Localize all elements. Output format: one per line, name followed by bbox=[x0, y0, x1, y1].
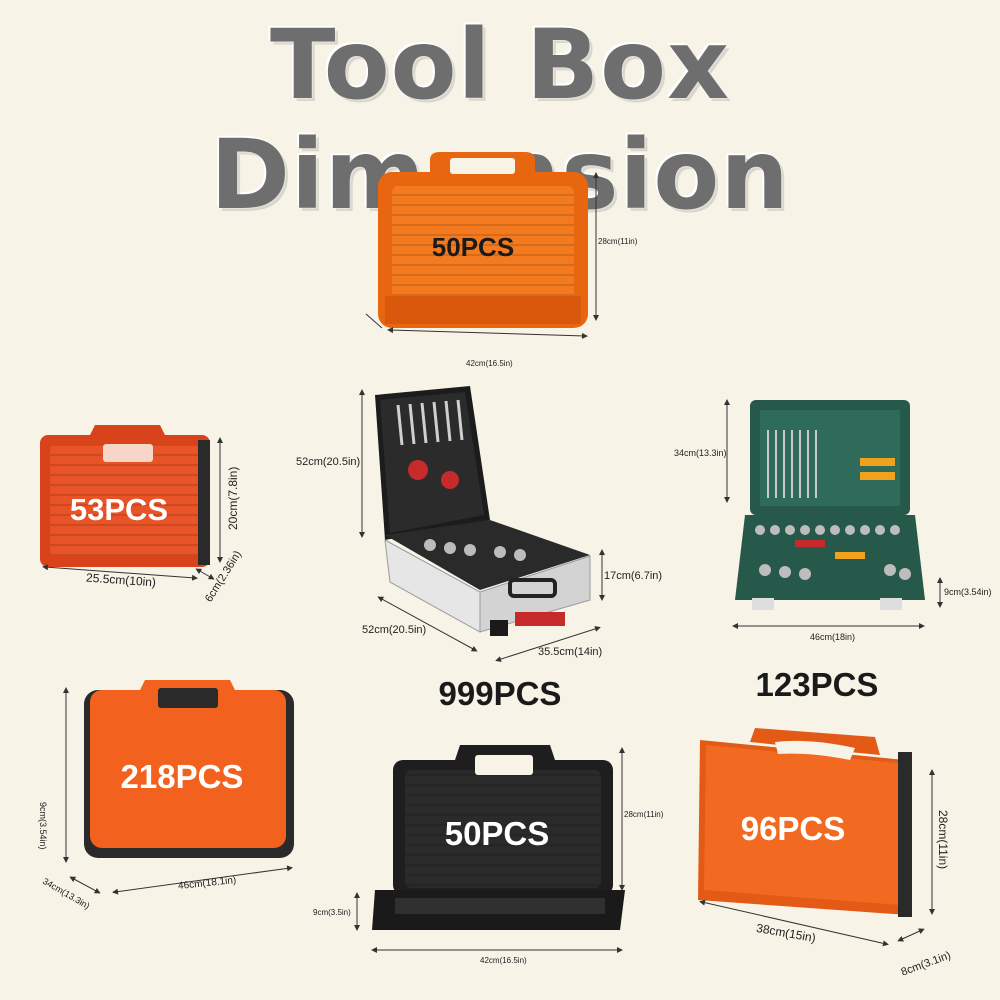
toolbox-53pcs bbox=[40, 425, 210, 567]
box-label-218pcs: 218PCS bbox=[120, 758, 244, 795]
dim-height: 28cm(11in) bbox=[624, 810, 664, 819]
dim-height: 20cm(7.8in) bbox=[226, 466, 240, 530]
dim-width: 35.5cm(14in) bbox=[538, 646, 603, 658]
dim-width: 42cm(16.5in) bbox=[466, 359, 513, 368]
toolbox-96pcs bbox=[698, 728, 912, 917]
dim-depth: 9cm(3.54in) bbox=[38, 802, 48, 850]
box-label-999pcs: 999PCS bbox=[438, 675, 562, 712]
dim-depth: 17cm(6.7in) bbox=[604, 570, 663, 582]
dim-depth: 9cm(3.5in) bbox=[313, 908, 351, 917]
dim-width: 42cm(16.5in) bbox=[480, 956, 527, 965]
toolbox-218pcs bbox=[84, 680, 294, 858]
box-label-96pcs: 96PCS bbox=[740, 810, 846, 847]
dim-width: 46cm(18in) bbox=[810, 632, 856, 642]
toolbox-50pcs-black bbox=[372, 745, 625, 930]
toolbox-999pcs-trolley bbox=[375, 386, 591, 636]
box-label-50pcs-orange: 50PCS bbox=[431, 232, 515, 262]
dim-depth: 9cm(3.54in) bbox=[944, 587, 992, 597]
box-label-50pcs-black: 50PCS bbox=[444, 815, 550, 852]
toolbox-123pcs-green bbox=[735, 400, 925, 610]
dim-height: 52cm(20.5in) bbox=[296, 456, 361, 468]
box-label-53pcs: 53PCS bbox=[69, 492, 169, 527]
box-label-123pcs: 123PCS bbox=[755, 666, 879, 703]
dim-height: 28cm(11in) bbox=[936, 810, 950, 870]
dim-height: 28cm(11in) bbox=[598, 237, 638, 246]
dim-length: 52cm(20.5in) bbox=[362, 624, 427, 636]
toolbox-50pcs-orange bbox=[378, 152, 588, 328]
dim-height: 34cm(13.3in) bbox=[674, 448, 727, 458]
